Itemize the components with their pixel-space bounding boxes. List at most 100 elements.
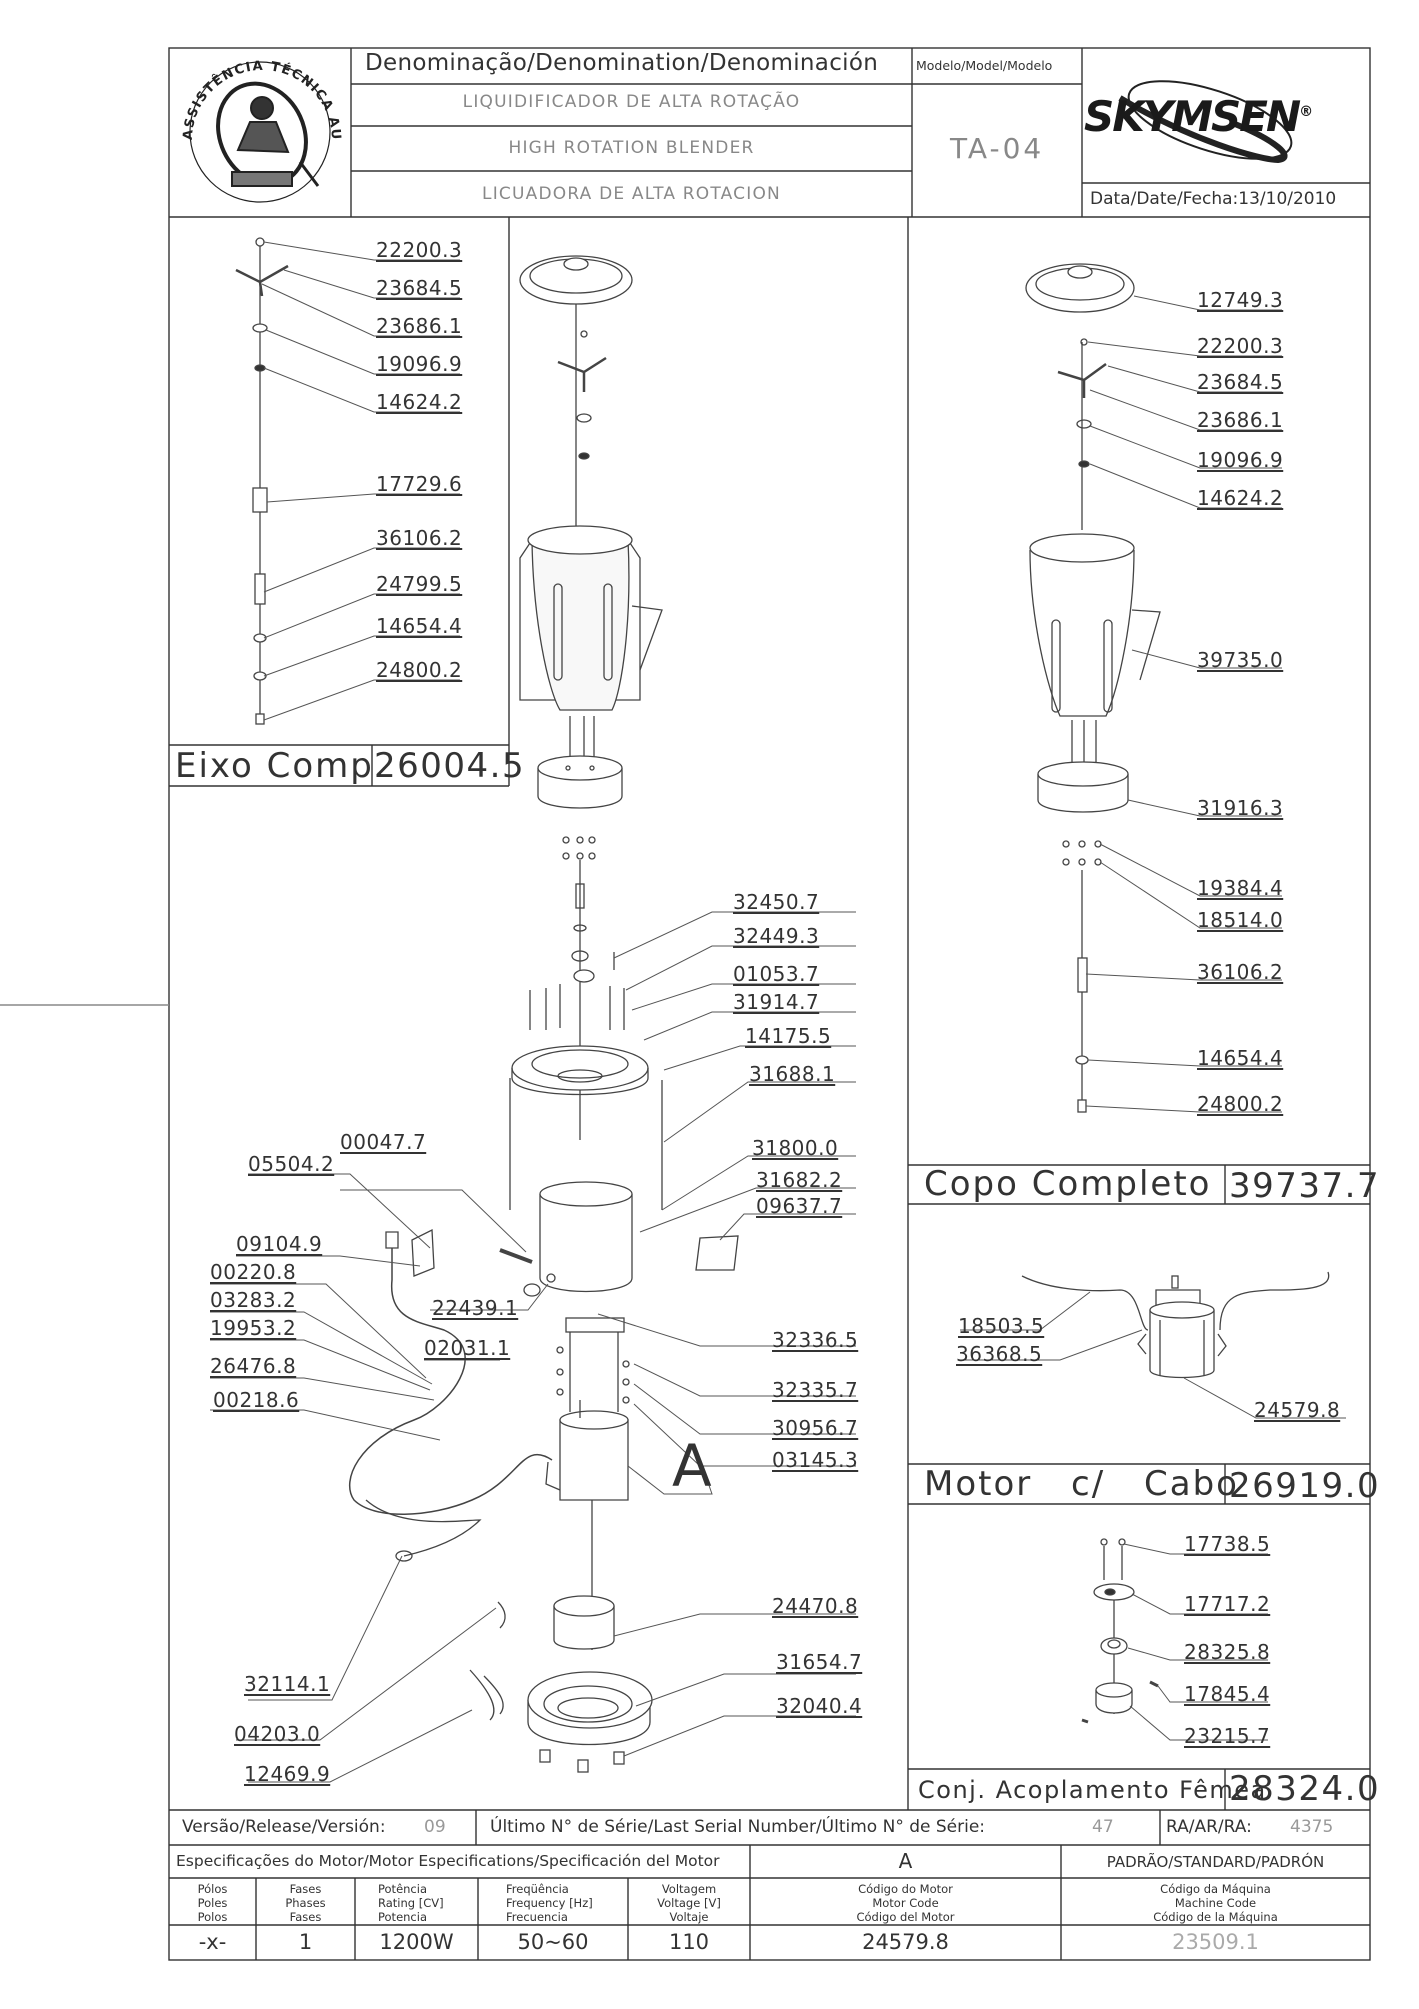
motor-leaders [960, 1291, 1346, 1419]
spec-header-line: Pólos [197, 1882, 228, 1896]
part-number: 00047.7 [340, 1130, 427, 1154]
spec-header-line: Polos [197, 1910, 228, 1924]
part-number: 24800.2 [376, 658, 463, 682]
ra-value: 4375 [1290, 1817, 1334, 1837]
spec-header-line: Freqüência [506, 1882, 569, 1896]
part-number: 23215.7 [1184, 1724, 1271, 1748]
spec-header-line: Potencia [378, 1910, 427, 1924]
spec-header-line: Código da Máquina [1160, 1882, 1271, 1896]
spec-header-line: Frequency [Hz] [506, 1896, 593, 1910]
acoplamento-code: 28324.0 [1229, 1769, 1381, 1809]
spec-header-voltage: Voltagem Voltage [V] Voltaje [628, 1882, 750, 1924]
part-number: 31916.3 [1197, 796, 1284, 820]
copo-leaders [1085, 295, 1282, 1113]
spec-header-line: Código de la Máquina [1153, 1910, 1278, 1924]
spec-value-frequency: 50~60 [517, 1930, 589, 1954]
part-number: 23686.1 [1197, 408, 1284, 432]
part-number: 24579.8 [1254, 1398, 1341, 1422]
eixo-leaders [261, 241, 460, 721]
outer-frame [168, 47, 1371, 1961]
spec-header-line: Rating [CV] [378, 1896, 444, 1910]
spec-header-line: Frecuencia [506, 1910, 568, 1924]
spec-value-motor-code: 24579.8 [862, 1930, 949, 1954]
seal-text: ASSISTÊNCIA TÉCNICA AUTORIZADA [178, 54, 346, 214]
part-number: 31914.7 [733, 990, 820, 1014]
part-number: 05504.2 [248, 1152, 335, 1176]
part-number: 23684.5 [376, 276, 463, 300]
motor-code: 26919.0 [1229, 1466, 1381, 1506]
part-number: 23684.5 [1197, 370, 1284, 394]
copo-label: Copo Completo [924, 1164, 1212, 1204]
model-value: TA-04 [950, 132, 1045, 165]
part-number: 31800.0 [752, 1136, 839, 1160]
spec-header-line: Motor Code [872, 1896, 939, 1910]
seal-logo [189, 61, 331, 203]
spec-header-line: Código del Motor [856, 1910, 955, 1924]
part-number: 14624.2 [376, 390, 463, 414]
spec-header-line: Código do Motor [858, 1882, 953, 1896]
part-number: 31654.7 [776, 1650, 863, 1674]
spec-value-machine-code: 23509.1 [1172, 1930, 1259, 1954]
part-number: 36106.2 [1197, 960, 1284, 984]
version-value: 09 [424, 1817, 446, 1837]
part-number: 03145.3 [772, 1448, 859, 1472]
svg-text:ASSISTÊNCIA TÉCNICA AUTORIZADA: ASSISTÊNCIA TÉCNICA AUTORIZADA [178, 54, 343, 141]
spec-header-line: Voltage [V] [657, 1896, 721, 1910]
part-number: 22200.3 [376, 238, 463, 262]
spec-header-line: Potência [378, 1882, 427, 1896]
part-number: 22439.1 [432, 1296, 519, 1320]
spec-value-voltage: 110 [668, 1930, 710, 1954]
spec-header-line: Poles [197, 1896, 228, 1910]
part-number: 24470.8 [772, 1594, 859, 1618]
part-number: 32040.4 [776, 1694, 863, 1718]
part-number: 09104.9 [236, 1232, 323, 1256]
serial-value: 47 [1092, 1817, 1114, 1837]
part-number: 36368.5 [956, 1342, 1043, 1366]
spec-header-line: Phases [285, 1896, 326, 1910]
part-number: 03283.2 [210, 1288, 297, 1312]
date-value: 13/10/2010 [1238, 189, 1337, 209]
part-number: 28325.8 [1184, 1640, 1271, 1664]
spec-letter: A [898, 1849, 913, 1873]
spec-value-poles: -x- [198, 1930, 227, 1954]
part-number: 17729.6 [376, 472, 463, 496]
part-number: 32114.1 [244, 1672, 331, 1696]
eixo-drawing [235, 237, 289, 725]
part-number: 18514.0 [1197, 908, 1284, 932]
spec-header-line: Machine Code [1174, 1896, 1257, 1910]
product-name-es: LICUADORA DE ALTA ROTACION [482, 184, 781, 204]
part-number: 31688.1 [749, 1062, 836, 1086]
spec-header-line: Voltaje [669, 1910, 709, 1924]
standard-label: PADRÃO/STANDARD/PADRÓN [1106, 1853, 1325, 1871]
spec-header-phases: Fases Phases Fases [256, 1882, 355, 1924]
part-number: 04203.0 [234, 1722, 321, 1746]
spec-header-rating: Potência Rating [CV] Potencia [355, 1882, 478, 1924]
part-number: 14175.5 [745, 1024, 832, 1048]
acoplamento-leaders [1123, 1543, 1268, 1741]
serial-label: Último N° de Série/Last Serial Number/Úl… [490, 1817, 986, 1837]
part-number: 00220.8 [210, 1260, 297, 1284]
part-number: 36106.2 [376, 526, 463, 550]
part-number: 24800.2 [1197, 1092, 1284, 1116]
spec-value-phases: 1 [298, 1930, 313, 1954]
spec-header-line: Fases [289, 1882, 322, 1896]
part-number: 32336.5 [772, 1328, 859, 1352]
part-number: 17845.4 [1184, 1682, 1271, 1706]
copo-code: 39737.7 [1229, 1166, 1381, 1206]
spec-header-frequency: Freqüência Frequency [Hz] Frecuencia [478, 1882, 656, 1924]
acoplamento-drawing [1081, 1538, 1159, 1724]
part-number: 22200.3 [1197, 334, 1284, 358]
acoplamento-label: Conj. Acoplamento Fêmea [918, 1776, 1267, 1804]
part-number: 32450.7 [733, 890, 820, 914]
brand-name: SKYMSEN [1084, 92, 1301, 141]
brand-swoosh [1118, 80, 1293, 164]
main-drawing [349, 255, 739, 1773]
part-number: 17738.5 [1184, 1532, 1271, 1556]
date-field: Data/Date/Fecha:13/10/2010 [1090, 189, 1336, 209]
product-name-en: HIGH ROTATION BLENDER [508, 138, 755, 158]
eixo-code: 26004.5 [374, 746, 526, 786]
motor-label: Motor c/ Cabo [924, 1464, 1239, 1504]
part-number: 39735.0 [1197, 648, 1284, 672]
part-number: 14624.2 [1197, 486, 1284, 510]
